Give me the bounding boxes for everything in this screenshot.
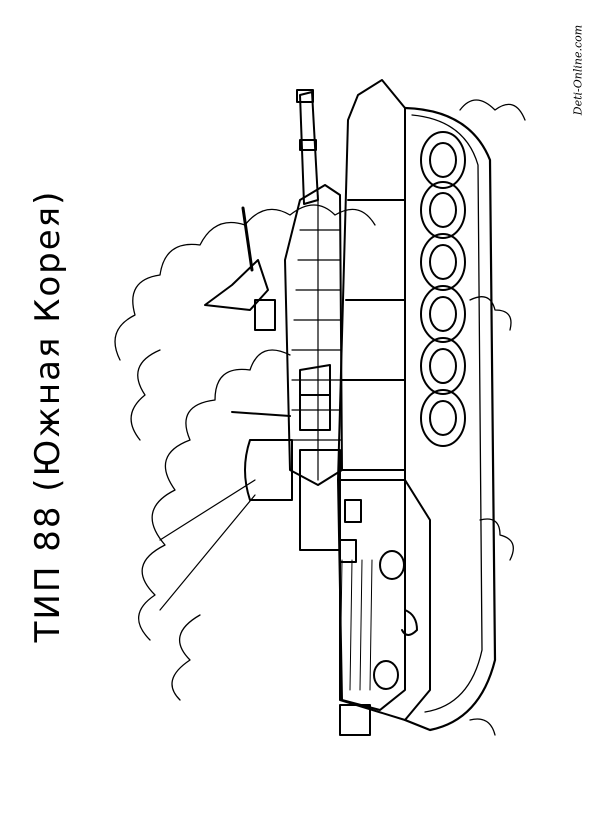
main-gun (299, 91, 319, 205)
upper-hull (337, 79, 406, 711)
smoke-clouds (114, 99, 526, 736)
rear-hull (339, 479, 431, 721)
engine-grille (339, 559, 373, 691)
road-wheels (420, 131, 466, 447)
commander-sight (204, 259, 269, 311)
track (403, 106, 497, 732)
turret (284, 184, 343, 486)
